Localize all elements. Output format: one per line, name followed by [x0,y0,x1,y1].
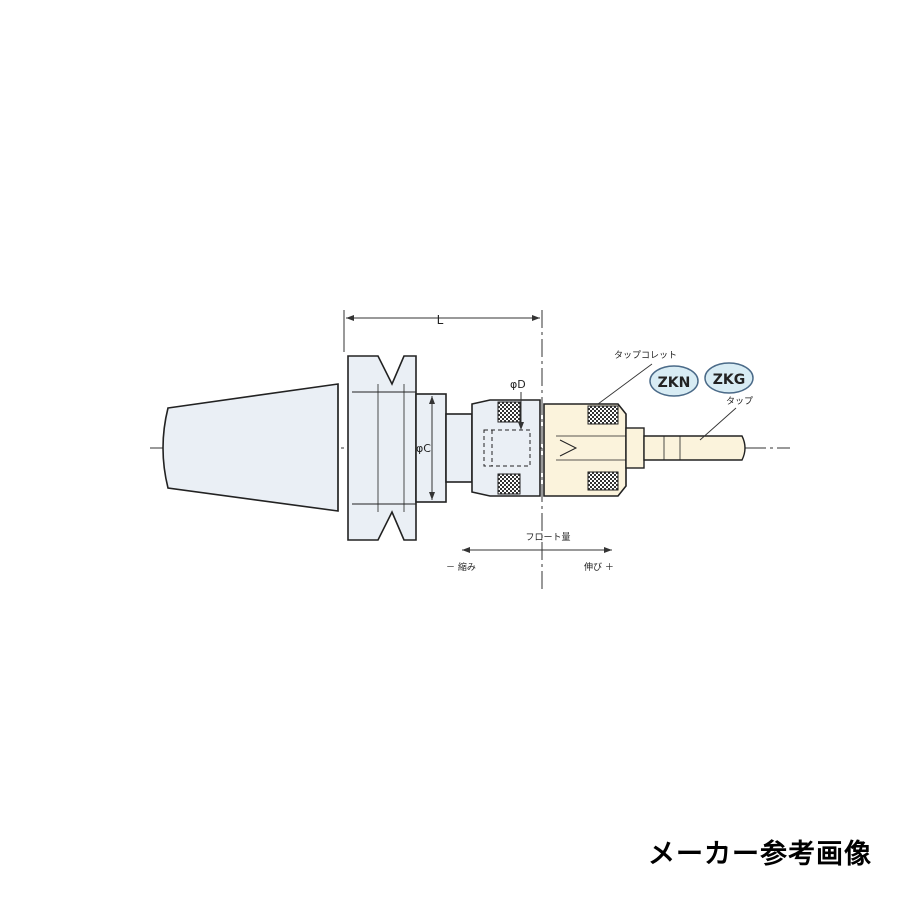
collet-neck [625,427,645,469]
svg-text:ZKN: ZKN [658,375,691,391]
holder-neck [445,413,473,483]
badge-zkg: ZKG [704,362,754,394]
holder-body [415,393,447,503]
badge-zkn: ZKN [649,365,699,397]
reference-image-caption: メーカー参考画像 [648,839,872,870]
tap-tool [643,435,746,461]
inner-bore [483,429,531,467]
taper-shank [162,383,339,512]
dim-l-label: L [437,313,444,327]
extend-label: 伸び ＋ [584,561,614,573]
knurl-ring-bottom [497,473,521,495]
svg-text:ZKG: ZKG [713,372,746,388]
tap-label: タップ [726,396,753,407]
knurl-ring-top [497,401,521,423]
tap-collet-label: タップコレット [614,350,677,361]
collet-knurl-top [587,405,619,425]
flange [347,355,417,541]
shrink-label: － 縮み [446,561,476,573]
collet-knurl-bottom [587,471,619,491]
dim-d-label: φD [510,378,526,391]
float-label: フロート量 [525,532,570,543]
dim-c-label: φC [416,442,431,455]
